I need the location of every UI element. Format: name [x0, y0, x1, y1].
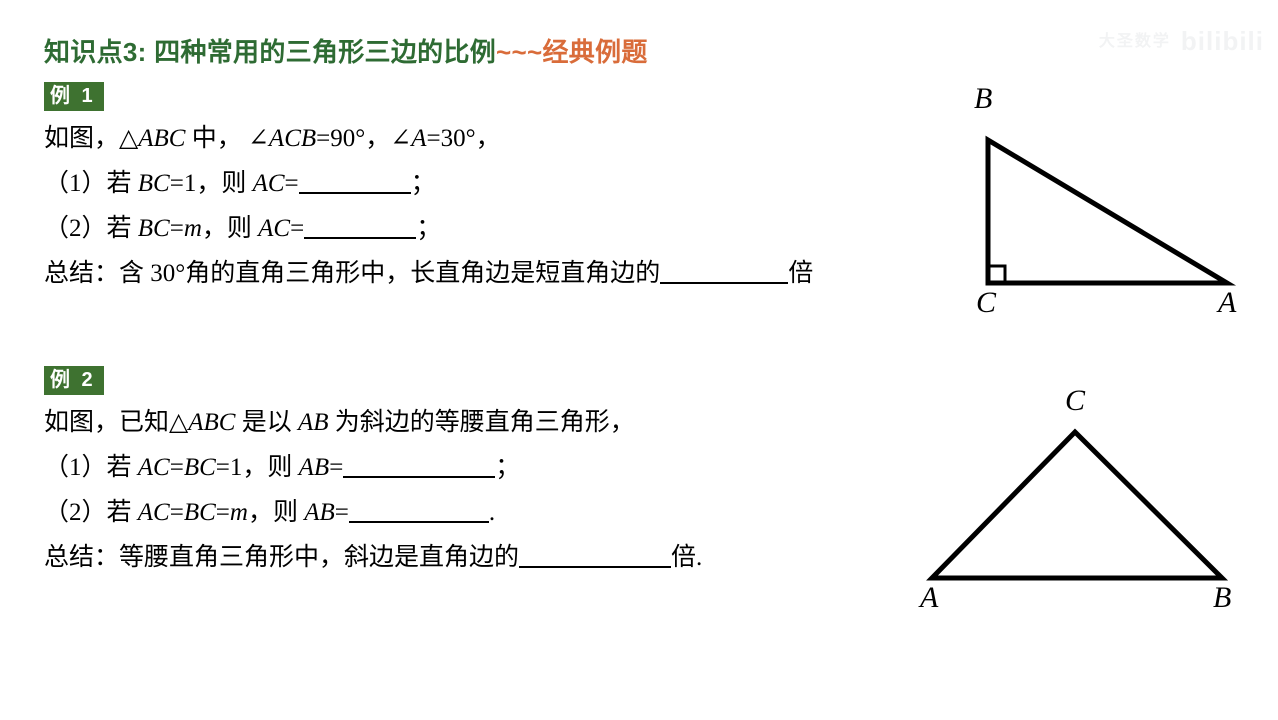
- e2-q2-var-ab: AB: [304, 499, 335, 526]
- e2-q1-var-ac: AC: [137, 454, 170, 481]
- example-2-badge: 例 2: [44, 366, 104, 395]
- q1-var-ac: AC: [252, 170, 285, 197]
- e2-summary-answer-blank[interactable]: [519, 566, 672, 568]
- watermark-channel-name: 大圣数学: [1098, 33, 1171, 50]
- e2-given-text-1: 如图，已知: [44, 409, 170, 436]
- e2-given-triangle-abc: △ABC: [169, 409, 236, 436]
- e2-q1-answer-blank[interactable]: [343, 476, 496, 478]
- given-text-2: 中，: [185, 125, 248, 152]
- q2-prefix: （2）若: [44, 215, 138, 242]
- e2-q2-var-ac: AC: [137, 499, 170, 526]
- q1-mid: =1，则: [169, 170, 253, 197]
- e2-q2-equals-2: =: [215, 499, 230, 526]
- e2-q1-var-ab: AB: [298, 454, 330, 481]
- e2-given-text-2: 是以: [235, 409, 298, 436]
- q2-suffix: ；: [416, 215, 442, 242]
- q2-answer-blank[interactable]: [304, 237, 417, 239]
- e2-q2-equals: =: [334, 499, 349, 526]
- example-2-figure: C A B: [900, 384, 1250, 633]
- example-1-question-2: （2）若 BC=m，则 AC=；: [44, 212, 964, 246]
- e2-q2-mid: ，则: [247, 499, 305, 526]
- e2-q1-suffix: ；: [495, 454, 521, 481]
- e2-q1-equals: =: [329, 454, 344, 481]
- figure-1-label-b: B: [974, 82, 993, 115]
- figure-2-label-b: B: [1213, 581, 1232, 614]
- figure-1-label-a: A: [1218, 286, 1237, 319]
- q2-mid: ，则: [201, 215, 259, 242]
- q1-answer-blank[interactable]: [298, 192, 411, 194]
- example-2-given-line: 如图，已知△ABC 是以 AB 为斜边的等腰直角三角形，: [44, 406, 924, 440]
- example-2-question-2: （2）若 AC=BC=m，则 AB=.: [44, 496, 924, 530]
- q1-var-bc: BC: [137, 170, 170, 197]
- e2-q2-var-m: m: [229, 499, 248, 526]
- triangle-abc-outline: [926, 428, 1229, 581]
- example-1-badge-row: 例 1: [44, 82, 964, 111]
- isosceles-triangle-svg: [926, 428, 1229, 581]
- figure-2-label-c: C: [1065, 384, 1086, 417]
- q2-var-ac: AC: [258, 215, 291, 242]
- given-angle-acb-value: =90°，: [316, 125, 391, 152]
- example-2-question-1: （1）若 AC=BC=1，则 AB=；: [44, 451, 924, 485]
- example-1-block: 例 1 如图，△ABC 中， ∠ACB=90°，∠A=30°， （1）若 BC=…: [44, 82, 964, 291]
- e2-q1-mid: =1，则: [215, 454, 299, 481]
- e2-q1-var-bc: BC: [183, 454, 216, 481]
- given-angle-acb: ∠ACB: [247, 125, 317, 152]
- triangle-abc-outline: [985, 135, 1237, 286]
- page-title: 知识点3: 四种常用的三角形三边的比例~~~经典例题: [44, 36, 648, 68]
- e2-q2-prefix: （2）若: [44, 499, 138, 526]
- q1-suffix: ；: [410, 170, 436, 197]
- right-angle-mark-icon: [988, 264, 1007, 283]
- e2-q2-answer-blank[interactable]: [348, 521, 489, 523]
- page-title-accent: ~~~经典例题: [496, 37, 648, 67]
- page-title-main: 知识点3: 四种常用的三角形三边的比例: [44, 37, 497, 67]
- e2-q2-var-bc: BC: [183, 499, 216, 526]
- e2-q2-equals-1: =: [169, 499, 184, 526]
- e2-q2-suffix: .: [488, 499, 496, 526]
- example-1-badge: 例 1: [44, 82, 104, 111]
- e2-summary-text-a: 总结：等腰直角三角形中，斜边是直角边的: [44, 544, 520, 571]
- example-2-summary: 总结：等腰直角三角形中，斜边是直角边的 倍.: [44, 541, 924, 575]
- q2-equals: =: [290, 215, 305, 242]
- q2-equals-1: =: [169, 215, 184, 242]
- given-angle-a: ∠A: [390, 125, 427, 152]
- right-triangle-svg: [985, 135, 1237, 286]
- e2-summary-text-b: 倍.: [671, 544, 703, 571]
- q1-prefix: （1）若: [44, 170, 138, 197]
- given-text-1: 如图，: [44, 125, 120, 152]
- summary-answer-blank[interactable]: [660, 282, 789, 284]
- watermark-brand: bilibili: [1180, 26, 1264, 56]
- q2-var-m: m: [183, 215, 202, 242]
- example-1-summary: 总结：含 30°角的直角三角形中，长直角边是短直角边的 倍: [44, 257, 964, 291]
- e2-q1-equals-1: =: [169, 454, 184, 481]
- figure-2-label-a: A: [920, 581, 939, 614]
- example-1-given-line: 如图，△ABC 中， ∠ACB=90°，∠A=30°，: [44, 122, 964, 156]
- e2-given-side-ab: AB: [297, 409, 329, 436]
- q2-var-bc: BC: [137, 215, 170, 242]
- example-2-badge-row: 例 2: [44, 366, 924, 395]
- summary-text-b: 倍: [788, 260, 814, 287]
- given-angle-a-value: =30°，: [426, 125, 501, 152]
- given-triangle-abc: △ABC: [119, 125, 186, 152]
- figure-1-label-c: C: [976, 286, 997, 319]
- bilibili-watermark: 大圣数学 bilibili: [1099, 26, 1264, 57]
- example-2-block: 例 2 如图，已知△ABC 是以 AB 为斜边的等腰直角三角形， （1）若 AC…: [44, 366, 924, 575]
- summary-text-a: 总结：含 30°角的直角三角形中，长直角边是短直角边的: [44, 260, 661, 287]
- example-1-question-1: （1）若 BC=1，则 AC= ；: [44, 167, 964, 201]
- example-1-figure: B C A: [930, 82, 1250, 336]
- q1-equals: =: [284, 170, 299, 197]
- e2-q1-prefix: （1）若: [44, 454, 138, 481]
- e2-given-text-3: 为斜边的等腰直角三角形，: [328, 409, 635, 436]
